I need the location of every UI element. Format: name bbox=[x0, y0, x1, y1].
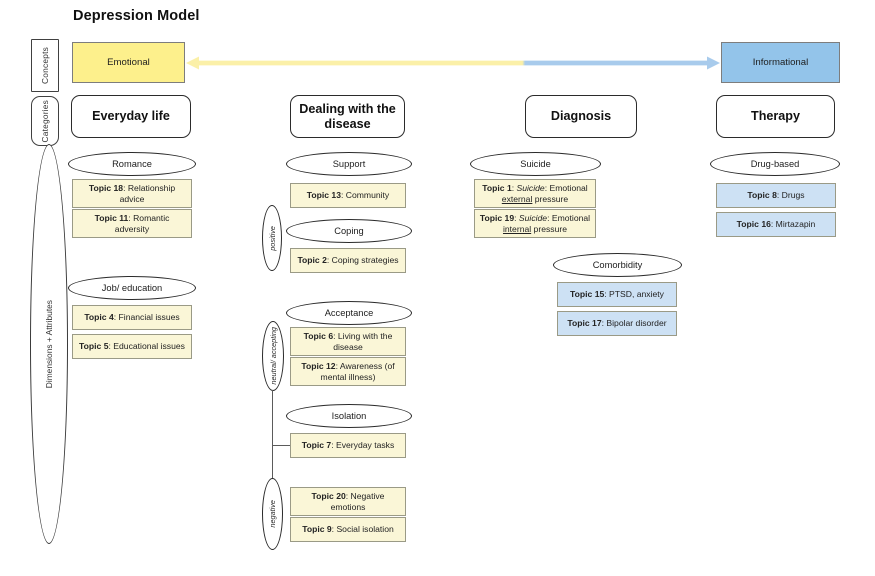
rail-concepts-text: Concepts bbox=[40, 47, 50, 84]
dimension-ellipse-coping[interactable]: Coping bbox=[286, 219, 412, 243]
topic-5-text: : Educational issues bbox=[108, 341, 185, 352]
topic-19-emphasis: internal bbox=[502, 223, 532, 234]
category-box-therapy[interactable]: Therapy bbox=[716, 95, 835, 138]
dimension-job-education-label: Job/ education bbox=[101, 283, 163, 293]
category-box-dealing-with-the-disease[interactable]: Dealing with the disease bbox=[290, 95, 405, 138]
topic-11-text: : Romantic adversity bbox=[114, 212, 170, 234]
topic-15-text: : PTSD, anxiety bbox=[604, 289, 664, 300]
topic-7-text: : Everyday tasks bbox=[331, 440, 395, 451]
rail-categories-text: Categories bbox=[40, 99, 50, 143]
dimension-ellipse-support[interactable]: Support bbox=[286, 152, 412, 176]
dimension-ellipse-job-education[interactable]: Job/ education bbox=[68, 276, 196, 300]
topic-box-6[interactable]: Topic 6: Living with the disease bbox=[290, 327, 406, 356]
topic-box-11[interactable]: Topic 11: Romantic adversity bbox=[72, 209, 192, 238]
topic-16-text: : Mirtazapin bbox=[770, 219, 816, 230]
topic-15-number: Topic 15 bbox=[570, 289, 605, 300]
topic-8-text: : Drugs bbox=[776, 190, 805, 201]
dimension-ellipse-romance[interactable]: Romance bbox=[68, 152, 196, 176]
topic-box-9[interactable]: Topic 9: Social isolation bbox=[290, 517, 406, 542]
topic-11-number: Topic 11 bbox=[94, 212, 129, 223]
concept-emotional-label: Emotional bbox=[107, 57, 150, 68]
category-box-diagnosis[interactable]: Diagnosis bbox=[525, 95, 637, 138]
attribute-neutral-accepting-label: neutral/ accepting bbox=[268, 327, 278, 385]
category-box-everyday-life[interactable]: Everyday life bbox=[71, 95, 191, 138]
rail-label-dimensions-attributes: Dimensions + Attributes bbox=[30, 144, 68, 544]
rail-dimensions-text: Dimensions + Attributes bbox=[44, 299, 54, 389]
dimension-ellipse-isolation[interactable]: Isolation bbox=[286, 404, 412, 428]
dimension-ellipse-suicide[interactable]: Suicide bbox=[470, 152, 601, 176]
dimension-acceptance-label: Acceptance bbox=[324, 308, 374, 318]
attribute-ellipse-neutral-accepting[interactable]: neutral/ accepting bbox=[262, 321, 284, 391]
topic-6-text: : Living with the disease bbox=[333, 330, 393, 352]
topic-16-number: Topic 16 bbox=[736, 219, 771, 230]
dimension-suicide-label: Suicide bbox=[520, 159, 551, 169]
topic-box-13[interactable]: Topic 13: Community bbox=[290, 183, 406, 208]
topic-6-number: Topic 6 bbox=[303, 330, 334, 341]
topic-9-number: Topic 9 bbox=[302, 524, 332, 535]
topic-13-text: : Community bbox=[341, 190, 390, 201]
topic-box-8[interactable]: Topic 8: Drugs bbox=[716, 183, 836, 208]
topic-box-4[interactable]: Topic 4: Financial issues bbox=[72, 305, 192, 330]
topic-20-text: : Negative emotions bbox=[330, 490, 385, 512]
dimension-ellipse-acceptance[interactable]: Acceptance bbox=[286, 301, 412, 325]
topic-2-number: Topic 2 bbox=[297, 255, 327, 266]
topic-box-20[interactable]: Topic 20: Negative emotions bbox=[290, 487, 406, 516]
dimension-coping-label: Coping bbox=[334, 226, 364, 236]
topic-5-number: Topic 5 bbox=[79, 341, 109, 352]
topic-7-number: Topic 7 bbox=[301, 440, 332, 451]
topic-19-term: Suicide bbox=[518, 212, 548, 223]
attribute-ellipse-negative[interactable]: negative bbox=[262, 478, 283, 550]
topic-1-term: Suicide bbox=[516, 182, 545, 193]
topic-box-19[interactable]: Topic 19: Suicide: Emotional internal pr… bbox=[474, 209, 596, 238]
attribute-negative-label: negative bbox=[268, 500, 277, 528]
rail-label-categories: Categories bbox=[31, 96, 59, 146]
rail-label-concepts: Concepts bbox=[31, 39, 59, 92]
topic-17-number: Topic 17 bbox=[567, 318, 602, 329]
connector-line-horizontal-isolation bbox=[272, 445, 291, 447]
topic-1-emphasis: external bbox=[501, 193, 533, 204]
topic-18-text: : Relationship advice bbox=[119, 182, 176, 204]
topic-13-number: Topic 13 bbox=[306, 190, 341, 201]
topic-box-15[interactable]: Topic 15: PTSD, anxiety bbox=[557, 282, 677, 307]
category-diagnosis-label: Diagnosis bbox=[550, 109, 612, 124]
category-therapy-label: Therapy bbox=[751, 109, 800, 124]
topic-12-number: Topic 12 bbox=[301, 360, 336, 371]
dimension-isolation-label: Isolation bbox=[331, 411, 367, 421]
topic-19-number: Topic 19 bbox=[479, 212, 515, 223]
topic-box-12[interactable]: Topic 12: Awareness (of mental illness) bbox=[290, 357, 406, 386]
topic-box-7[interactable]: Topic 7: Everyday tasks bbox=[290, 433, 406, 458]
connector-line-vertical bbox=[272, 390, 274, 480]
topic-box-17[interactable]: Topic 17: Bipolar disorder bbox=[557, 311, 677, 336]
topic-1-number: Topic 1 bbox=[482, 182, 512, 193]
topic-box-5[interactable]: Topic 5: Educational issues bbox=[72, 334, 192, 359]
topic-box-1[interactable]: Topic 1: Suicide: Emotional external pre… bbox=[474, 179, 596, 208]
attribute-positive-label: positive bbox=[267, 225, 277, 251]
topic-8-number: Topic 8 bbox=[747, 190, 777, 201]
dimension-ellipse-comorbidity[interactable]: Comorbidity bbox=[553, 253, 682, 277]
concept-informational-label: Informational bbox=[752, 57, 809, 68]
dimension-support-label: Support bbox=[332, 159, 366, 169]
attribute-ellipse-positive[interactable]: positive bbox=[262, 205, 282, 271]
topic-2-text: : Coping strategies bbox=[326, 255, 399, 266]
bidirectional-gradient-arrow-icon bbox=[186, 56, 720, 70]
category-everyday-life-label: Everyday life bbox=[92, 109, 170, 124]
dimension-ellipse-drug-based[interactable]: Drug-based bbox=[710, 152, 840, 176]
concept-box-informational[interactable]: Informational bbox=[721, 42, 840, 83]
topic-4-number: Topic 4 bbox=[84, 312, 114, 323]
topic-box-2[interactable]: Topic 2: Coping strategies bbox=[290, 248, 406, 273]
topic-20-number: Topic 20 bbox=[311, 490, 346, 501]
dimension-comorbidity-label: Comorbidity bbox=[592, 260, 643, 270]
topic-box-18[interactable]: Topic 18: Relationship advice bbox=[72, 179, 192, 208]
topic-18-number: Topic 18 bbox=[88, 182, 124, 193]
topic-9-text: : Social isolation bbox=[331, 524, 394, 535]
topic-4-text: : Financial issues bbox=[113, 312, 180, 323]
page-title: Depression Model bbox=[73, 8, 200, 24]
concept-box-emotional[interactable]: Emotional bbox=[72, 42, 185, 83]
dimension-drug-based-label: Drug-based bbox=[750, 159, 800, 169]
dimension-romance-label: Romance bbox=[112, 159, 152, 169]
topic-box-16[interactable]: Topic 16: Mirtazapin bbox=[716, 212, 836, 237]
topic-17-text: : Bipolar disorder bbox=[601, 318, 667, 329]
category-dealing-label: Dealing with the disease bbox=[299, 102, 396, 131]
topic-12-text: : Awareness (of mental illness) bbox=[320, 360, 395, 382]
